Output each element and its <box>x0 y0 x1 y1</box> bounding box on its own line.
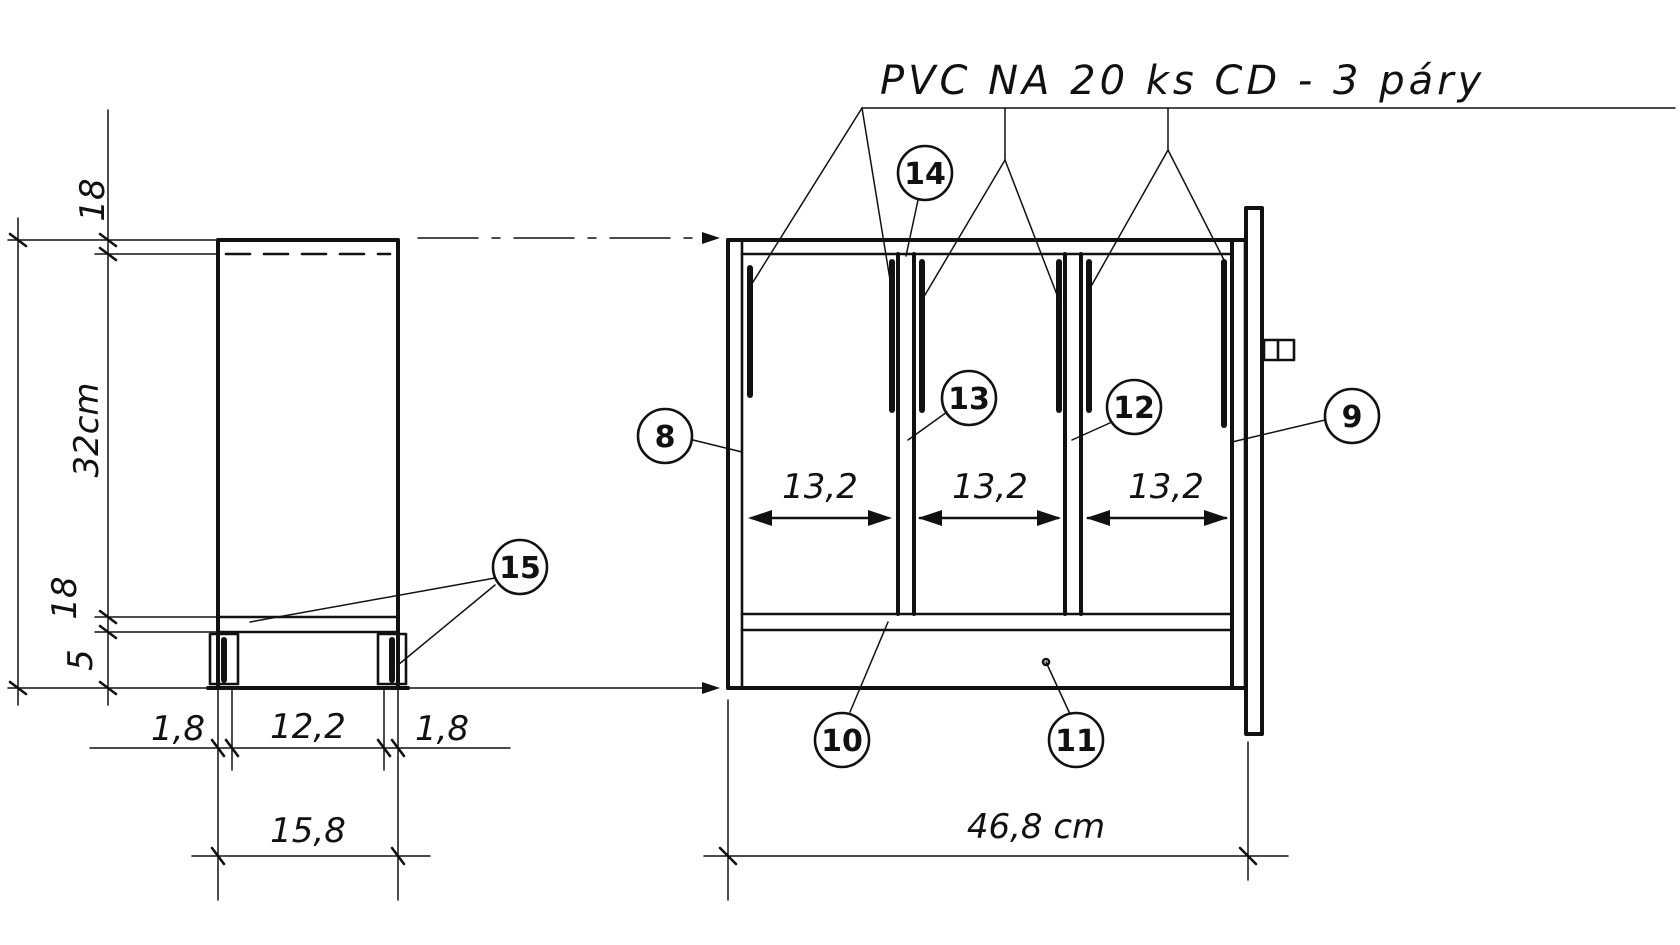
dim-compartment-1: 13,2 <box>782 467 858 507</box>
projection-lines <box>407 232 720 694</box>
total-length-dimension <box>703 699 1289 901</box>
svg-text:11: 11 <box>1055 724 1097 759</box>
dim-plinth-height: 5 <box>61 649 101 671</box>
callout-9: 9 <box>1231 387 1381 445</box>
pvc-note-leaders <box>747 107 1676 301</box>
dim-inner-width: 12,2 <box>270 707 346 747</box>
svg-text:8: 8 <box>655 420 676 455</box>
callout-11: 13 <box>907 369 998 441</box>
dim-total-width: 15,8 <box>270 811 346 851</box>
svg-text:10: 10 <box>821 724 863 759</box>
svg-text:12: 12 <box>1113 391 1155 426</box>
svg-text:14: 14 <box>904 157 946 192</box>
side-view <box>206 238 410 690</box>
dim-left-side: 1,8 <box>151 709 205 749</box>
dim-compartment-3: 13,2 <box>1128 467 1204 507</box>
dim-inner-height: 32cm <box>67 382 107 477</box>
side-view-height-dimensions <box>7 109 219 706</box>
pvc-note: PVC NA 20 ks CD - 3 páry <box>880 58 1485 104</box>
svg-text:9: 9 <box>1342 400 1363 435</box>
compartment-dimensions <box>748 510 1228 526</box>
callout-12: 14 <box>896 144 954 257</box>
callout-10: 12 <box>1071 378 1163 441</box>
dim-top-thickness: 18 <box>73 178 113 221</box>
dim-right-side: 1,8 <box>415 709 469 749</box>
dim-total-length: 46,8 cm <box>967 807 1105 847</box>
side-view-width-dimensions <box>89 687 511 901</box>
svg-text:15: 15 <box>499 551 541 586</box>
dim-compartment-2: 13,2 <box>952 467 1028 507</box>
dim-bottom-thickness: 18 <box>45 576 85 619</box>
callout-13: 10 <box>813 621 889 769</box>
callout-8: 8 <box>636 407 743 465</box>
svg-text:13: 13 <box>948 382 990 417</box>
callout-14: 11 <box>1041 657 1105 769</box>
callout-15: 15 <box>249 538 549 666</box>
front-view <box>726 206 1296 736</box>
